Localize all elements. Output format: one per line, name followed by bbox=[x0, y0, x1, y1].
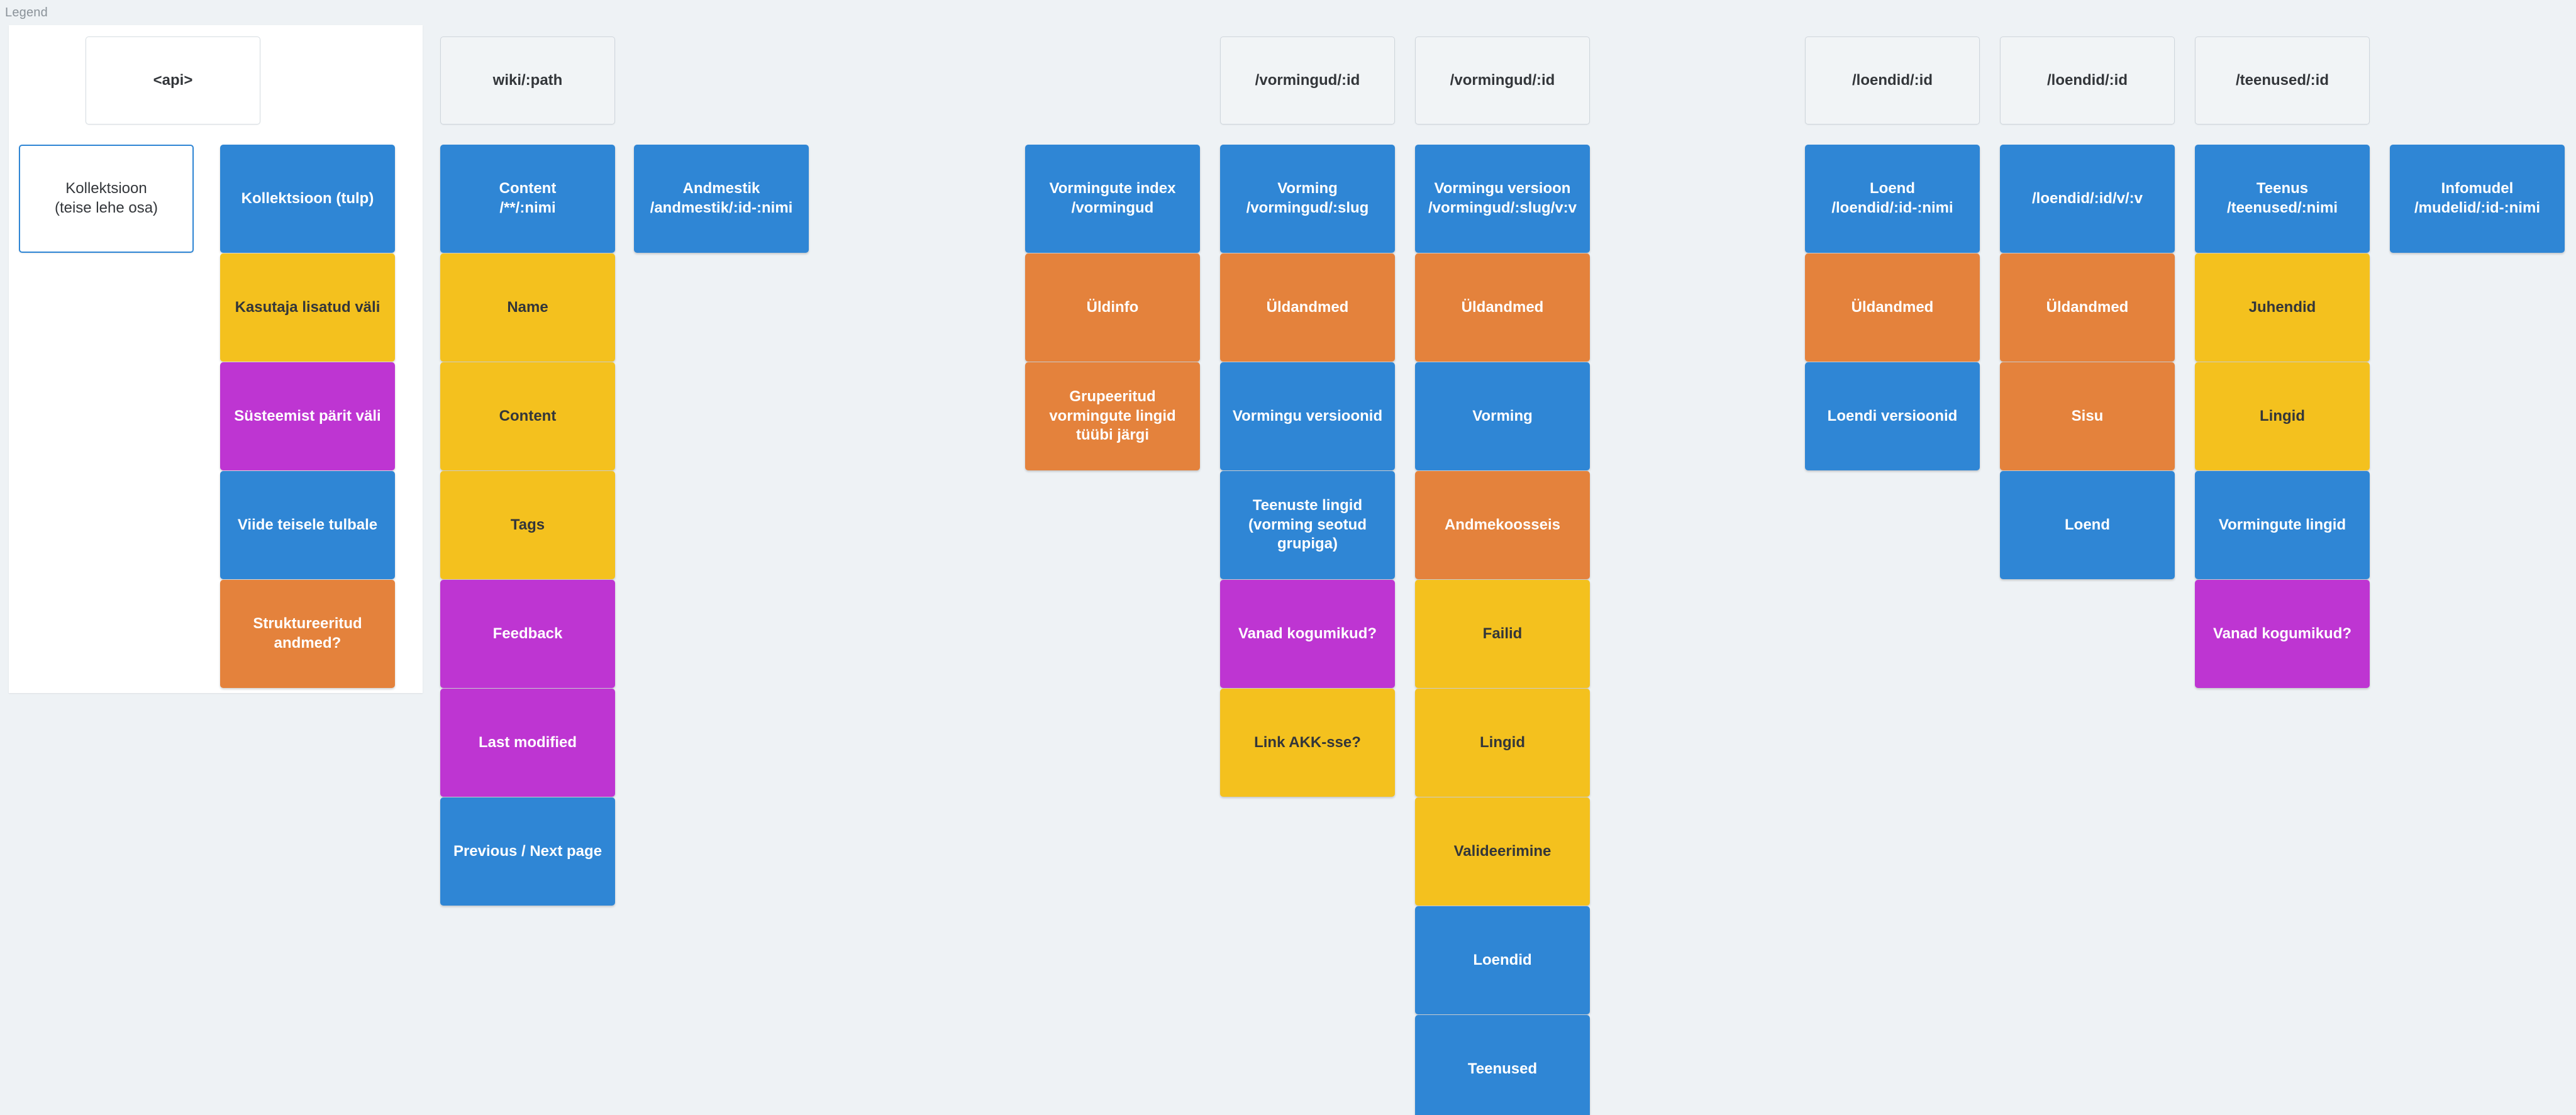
card-loend-1[interactable]: Üldandmed bbox=[1805, 253, 1980, 362]
card-vorming-3[interactable]: Teenuste lingid (vorming seotud grupiga) bbox=[1220, 471, 1395, 579]
card-wiki-4[interactable]: Feedback bbox=[440, 580, 615, 688]
card-andmestik-0[interactable]: Andmestik /andmestik/:id-:nimi bbox=[634, 145, 809, 253]
card-wiki-3[interactable]: Tags bbox=[440, 471, 615, 579]
legend-item-3[interactable]: Süsteemist pärit väli bbox=[220, 362, 395, 470]
card-vormingute-index-2[interactable]: Grupeeritud vormingute lingid tüübi järg… bbox=[1025, 362, 1200, 470]
card-vormingu-versioon-8[interactable]: Teenused bbox=[1415, 1015, 1590, 1115]
card-wiki-6[interactable]: Previous / Next page bbox=[440, 797, 615, 906]
card-vorming-1[interactable]: Üldandmed bbox=[1220, 253, 1395, 362]
legend-item-5[interactable]: Struktureeritud andmed? bbox=[220, 580, 395, 688]
legend-title: Legend bbox=[5, 6, 48, 19]
legend-item-2[interactable]: Kasutaja lisatud väli bbox=[220, 253, 395, 362]
card-wiki-0[interactable]: Content /**/:nimi bbox=[440, 145, 615, 253]
card-vormingu-versioon-3[interactable]: Andmekoosseis bbox=[1415, 471, 1590, 579]
card-teenus-4[interactable]: Vanad kogumikud? bbox=[2195, 580, 2370, 688]
card-loendi-versioon-0[interactable]: /loendid/:id/v/:v bbox=[2000, 145, 2175, 253]
card-vorming-4[interactable]: Vanad kogumikud? bbox=[1220, 580, 1395, 688]
card-vormingute-index-1[interactable]: Üldinfo bbox=[1025, 253, 1200, 362]
card-vorming-2[interactable]: Vormingu versioonid bbox=[1220, 362, 1395, 470]
card-teenus-3[interactable]: Vormingute lingid bbox=[2195, 471, 2370, 579]
legend-api-chip[interactable]: <api> bbox=[86, 36, 260, 125]
card-vormingu-versioon-4[interactable]: Failid bbox=[1415, 580, 1590, 688]
card-vormingu-versioon-7[interactable]: Loendid bbox=[1415, 906, 1590, 1014]
card-loendi-versioon-1[interactable]: Üldandmed bbox=[2000, 253, 2175, 362]
card-vormingu-versioon-2[interactable]: Vorming bbox=[1415, 362, 1590, 470]
legend-item-4[interactable]: Viide teisele tulbale bbox=[220, 471, 395, 579]
card-vorming-0[interactable]: Vorming /vormingud/:slug bbox=[1220, 145, 1395, 253]
column-header-wiki[interactable]: wiki/:path bbox=[440, 36, 615, 125]
card-teenus-1[interactable]: Juhendid bbox=[2195, 253, 2370, 362]
card-vormingute-index-0[interactable]: Vormingute index /vormingud bbox=[1025, 145, 1200, 253]
column-header-teenus[interactable]: /teenused/:id bbox=[2195, 36, 2370, 125]
column-header-loendi-versioon[interactable]: /loendid/:id bbox=[2000, 36, 2175, 125]
card-vormingu-versioon-6[interactable]: Valideerimine bbox=[1415, 797, 1590, 906]
card-vormingu-versioon-1[interactable]: Üldandmed bbox=[1415, 253, 1590, 362]
card-vorming-5[interactable]: Link AKK-sse? bbox=[1220, 689, 1395, 797]
legend-item-1[interactable]: Kollektsioon (tulp) bbox=[220, 145, 395, 253]
card-loend-2[interactable]: Loendi versioonid bbox=[1805, 362, 1980, 470]
card-teenus-2[interactable]: Lingid bbox=[2195, 362, 2370, 470]
legend-item-collection-other-page[interactable]: Kollektsioon (teise lehe osa) bbox=[19, 145, 194, 253]
card-wiki-2[interactable]: Content bbox=[440, 362, 615, 470]
card-loendi-versioon-2[interactable]: Sisu bbox=[2000, 362, 2175, 470]
card-teenus-0[interactable]: Teenus /teenused/:nimi bbox=[2195, 145, 2370, 253]
card-loendi-versioon-3[interactable]: Loend bbox=[2000, 471, 2175, 579]
card-vormingu-versioon-0[interactable]: Vormingu versioon /vormingud/:slug/v:v bbox=[1415, 145, 1590, 253]
column-header-vorming[interactable]: /vormingud/:id bbox=[1220, 36, 1395, 125]
card-wiki-1[interactable]: Name bbox=[440, 253, 615, 362]
card-vormingu-versioon-5[interactable]: Lingid bbox=[1415, 689, 1590, 797]
card-wiki-5[interactable]: Last modified bbox=[440, 689, 615, 797]
card-infomudel-0[interactable]: Infomudel /mudelid/:id-:nimi bbox=[2390, 145, 2565, 253]
column-header-loend[interactable]: /loendid/:id bbox=[1805, 36, 1980, 125]
card-loend-0[interactable]: Loend /loendid/:id-:nimi bbox=[1805, 145, 1980, 253]
column-header-vormingu-versioon[interactable]: /vormingud/:id bbox=[1415, 36, 1590, 125]
